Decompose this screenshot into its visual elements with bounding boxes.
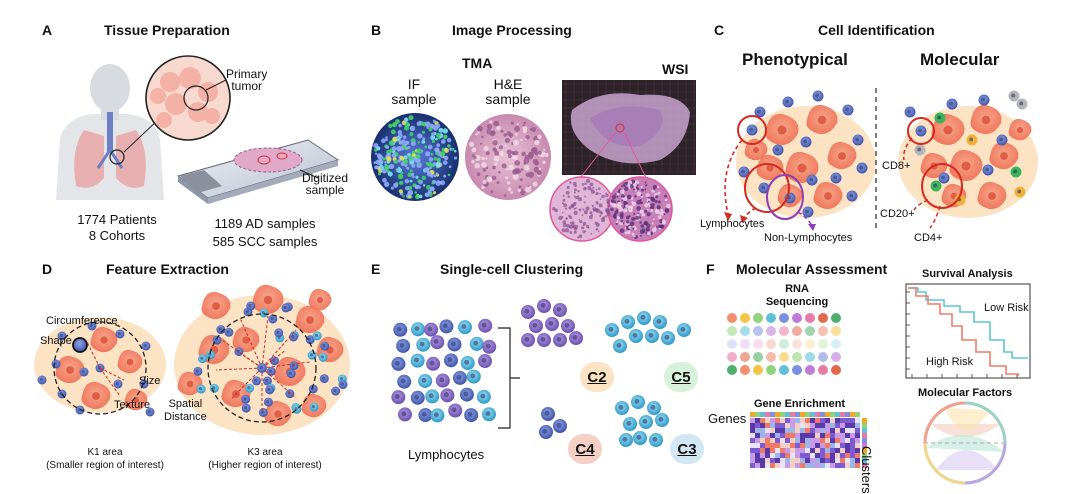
human-body-illustration bbox=[56, 64, 164, 200]
survival-plot bbox=[905, 283, 1031, 379]
high-risk-label: High Risk bbox=[926, 356, 974, 368]
rna-seq-dot-grid bbox=[727, 313, 841, 375]
circumference-label: Circumference bbox=[46, 315, 118, 327]
he-sample-label: H&E sample bbox=[485, 76, 531, 108]
k3-area-label: K3 area bbox=[247, 447, 283, 458]
panel-c-letter: C bbox=[714, 22, 725, 38]
cluster-c3-cells bbox=[615, 395, 669, 447]
panel-c-title: Cell Identification bbox=[818, 22, 935, 38]
primary-tumor-label: Primary tumor bbox=[226, 67, 268, 93]
cluster-label-c3: C3 bbox=[670, 434, 704, 464]
k1-area-tissue bbox=[34, 317, 166, 417]
k1-area-label: K1 area bbox=[87, 447, 123, 458]
panel-d-title: Feature Extraction bbox=[106, 261, 229, 277]
texture-label: Texture bbox=[114, 399, 151, 411]
molecular-tissue bbox=[898, 90, 1038, 229]
tma-label: TMA bbox=[462, 55, 493, 71]
cluster-label-c4: C4 bbox=[568, 434, 602, 464]
panel-e-title: Single-cell Clustering bbox=[440, 261, 584, 277]
cd8-label: CD8+ bbox=[882, 160, 911, 172]
if-sample-label: IF sample bbox=[391, 76, 437, 108]
gene-enrichment-heatmap bbox=[750, 412, 867, 468]
spatial-distance-label: Spatial Distance bbox=[164, 398, 207, 423]
molecular-heading: Molecular bbox=[920, 50, 1000, 69]
cluster-c5-cells bbox=[605, 311, 691, 353]
cd4-label: CD4+ bbox=[914, 232, 943, 244]
low-risk-label: Low Risk bbox=[984, 302, 1029, 314]
panel-a-title: Tissue Preparation bbox=[104, 22, 230, 38]
size-label: Size bbox=[139, 375, 161, 387]
k1-area-sublabel: (Smaller region of interest) bbox=[46, 460, 164, 471]
survival-analysis-title: Survival Analysis bbox=[922, 268, 1013, 280]
panel-a-letter: A bbox=[42, 22, 53, 38]
cluster-c2-cells bbox=[521, 299, 583, 347]
panel-f-letter: F bbox=[706, 261, 715, 277]
he-sample-core bbox=[465, 114, 551, 200]
scc-samples-count: 585 SCC samples bbox=[212, 234, 318, 249]
lymphocytes-pool-label: Lymphocytes bbox=[408, 447, 485, 462]
panel-b-letter: B bbox=[371, 22, 382, 38]
panel-d-letter: D bbox=[42, 261, 53, 277]
panel-b-title: Image Processing bbox=[452, 22, 572, 38]
wsi-label: WSI bbox=[662, 61, 689, 77]
high-risk-curve bbox=[908, 287, 1019, 376]
patients-count: 1774 Patients bbox=[77, 212, 157, 227]
phenotypical-tissue bbox=[724, 90, 876, 231]
glass-slide bbox=[176, 139, 340, 204]
cluster-c4-cells bbox=[539, 407, 567, 439]
wsi-image bbox=[549, 80, 696, 242]
cd20-label: CD20+ bbox=[880, 208, 915, 220]
low-risk-curve bbox=[908, 287, 1028, 359]
panel-f-title: Molecular Assessment bbox=[736, 261, 888, 277]
gene-enrichment-label: Gene Enrichment bbox=[754, 398, 846, 410]
lymphocyte-pool bbox=[391, 318, 497, 423]
rna-sequencing-label: RNA Sequencing bbox=[765, 283, 829, 308]
cluster-label-c5: C5 bbox=[664, 362, 698, 392]
cohorts-count: 8 Cohorts bbox=[88, 228, 146, 243]
panel-e-letter: E bbox=[371, 261, 381, 277]
cluster-label-c2: C2 bbox=[580, 362, 614, 392]
non-lymphocytes-label: Non-Lymphocytes bbox=[764, 232, 853, 244]
lymphocytes-label: Lymphocytes bbox=[700, 218, 765, 230]
chord-diagram bbox=[923, 401, 1007, 485]
digitized-sample-label: Digitized sample bbox=[302, 171, 349, 197]
phenotypical-heading: Phenotypical bbox=[742, 50, 848, 69]
molecular-factors-title: Molecular Factors bbox=[918, 387, 1013, 399]
ad-samples-count: 1189 AD samples bbox=[214, 216, 316, 231]
k3-area-sublabel: (Higher region of interest) bbox=[208, 460, 322, 471]
shape-label: Shape bbox=[40, 335, 72, 347]
if-sample-core bbox=[371, 113, 459, 201]
clustering-bracket bbox=[498, 327, 520, 429]
genes-label: Genes bbox=[708, 411, 747, 426]
tumor-magnifier bbox=[145, 55, 231, 141]
k3-area-tissue bbox=[174, 284, 350, 435]
